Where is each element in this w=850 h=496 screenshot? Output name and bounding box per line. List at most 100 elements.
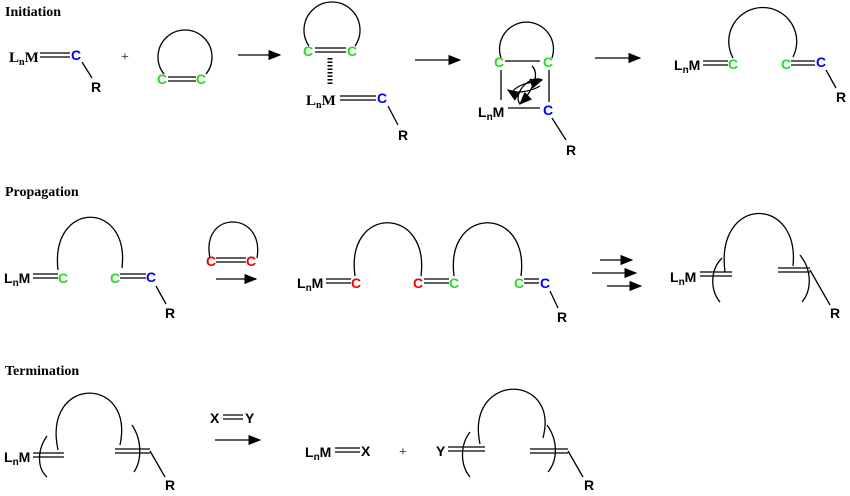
living-polymer: LnM R: [670, 212, 840, 321]
metallacyclobutane: C C LnM C R: [478, 21, 576, 158]
atom-label: L: [9, 50, 19, 66]
metal-product: LnM X: [305, 443, 371, 463]
atom-label: M: [320, 444, 332, 460]
catalyst-carbene: LnM C R: [9, 47, 101, 95]
atom-label: R: [566, 142, 576, 158]
atom-label: M: [312, 275, 324, 291]
atom-label: M: [322, 93, 336, 109]
atom-label: C: [728, 56, 738, 72]
atom-label: R: [165, 305, 175, 321]
atom-label: C: [514, 275, 524, 291]
metal-label: LnM: [4, 449, 30, 468]
metal-label: LnM: [9, 50, 39, 68]
section-title-propagation: Propagation: [5, 185, 79, 200]
section-title-initiation: Initiation: [5, 5, 61, 20]
ring-or-bracket-stroke: [452, 222, 523, 277]
terminated-polymer: Y R: [436, 388, 594, 493]
ring-or-bracket-stroke: [498, 21, 555, 59]
atom-label: C: [347, 43, 357, 59]
atom-label: C: [246, 253, 256, 269]
atom-label: Y: [245, 410, 255, 426]
bond-line: [551, 117, 567, 141]
metal-label: LnM: [674, 57, 700, 76]
bond-line: [549, 290, 559, 309]
ring-or-bracket-stroke: [157, 29, 213, 75]
r-group: R: [91, 79, 101, 95]
atom-label: n: [19, 57, 25, 68]
ring-or-bracket-stroke: [511, 78, 544, 93]
pi-complex: C C LnM C R: [303, 1, 408, 143]
atom-label: C: [303, 43, 313, 59]
atom-label: C: [781, 56, 791, 72]
atom-label: R: [165, 477, 175, 493]
atom-label: C: [540, 275, 550, 291]
atom-label: M: [493, 104, 505, 120]
atom-label: L: [305, 444, 314, 460]
bond-line: [567, 450, 584, 478]
atom-label: R: [557, 309, 567, 325]
propagating-carbene: LnM C C C R: [4, 216, 175, 321]
ring-or-bracket-stroke: [712, 257, 723, 303]
atom-label: R: [836, 89, 846, 105]
carbene-carbon: C: [71, 47, 81, 63]
bond-line: [387, 105, 399, 126]
plus-sign: +: [121, 50, 129, 65]
bond-line: [809, 269, 831, 306]
multi-step-arrows: [592, 254, 643, 292]
bond-line: [825, 69, 837, 89]
atom-label: C: [377, 90, 387, 106]
olefin-carbon: C: [157, 71, 167, 87]
chain-transfer-agent: X Y: [210, 410, 255, 426]
ring-or-bracket-stroke: [353, 222, 423, 277]
atom-label: X: [210, 410, 220, 426]
ring-or-bracket-stroke: [208, 221, 259, 259]
ring-or-bracket-stroke: [56, 216, 124, 271]
atom-label: R: [398, 127, 408, 143]
bond-line: [81, 61, 93, 79]
atom-label: n: [316, 100, 322, 111]
atom-label: L: [4, 449, 13, 465]
atom-label: L: [478, 104, 487, 120]
ring-or-bracket-stroke: [728, 6, 798, 59]
atom-label: C: [351, 275, 361, 291]
ring-or-bracket-stroke: [723, 212, 794, 273]
ring-or-bracket-stroke: [38, 435, 48, 478]
metal-label: LnM: [297, 275, 323, 294]
atom-label: M: [685, 269, 697, 285]
atom-label: C: [110, 270, 120, 286]
atom-label: L: [670, 269, 679, 285]
atom-label: n: [683, 65, 689, 76]
atom-label: X: [361, 443, 371, 459]
olefin-carbon: C: [196, 71, 206, 87]
ring-or-bracket-stroke: [506, 85, 541, 101]
ring-or-bracket-stroke: [799, 254, 810, 303]
atom-label: R: [830, 305, 840, 321]
bond-line: [149, 450, 166, 478]
metal-label: LnM: [670, 269, 696, 288]
atom-label: C: [206, 253, 216, 269]
atom-label: n: [13, 457, 19, 468]
metal-label: LnM: [478, 104, 504, 123]
ring-or-bracket-stroke: [461, 431, 471, 478]
ring-or-bracket-stroke: [55, 392, 123, 451]
bond-line: [155, 285, 167, 305]
atom-label: C: [816, 54, 826, 70]
second-monomer: C C: [206, 221, 259, 269]
atom-label: C: [543, 54, 553, 70]
atom-label: L: [297, 275, 306, 291]
living-polymer-chain: LnM R: [4, 392, 175, 493]
atom-label: C: [146, 269, 156, 285]
atom-label: n: [314, 452, 320, 463]
atom-label: C: [413, 275, 423, 291]
atom-label: M: [25, 50, 39, 66]
atom-label: C: [58, 270, 68, 286]
atom-label: n: [13, 278, 19, 289]
plus-sign: +: [399, 445, 407, 460]
ring-or-bracket-stroke: [546, 424, 557, 473]
section-title-termination: Termination: [5, 364, 79, 379]
atom-label: C: [449, 275, 459, 291]
atom-label: Y: [436, 443, 446, 459]
atom-label: R: [584, 477, 594, 493]
atom-label: M: [19, 270, 31, 286]
